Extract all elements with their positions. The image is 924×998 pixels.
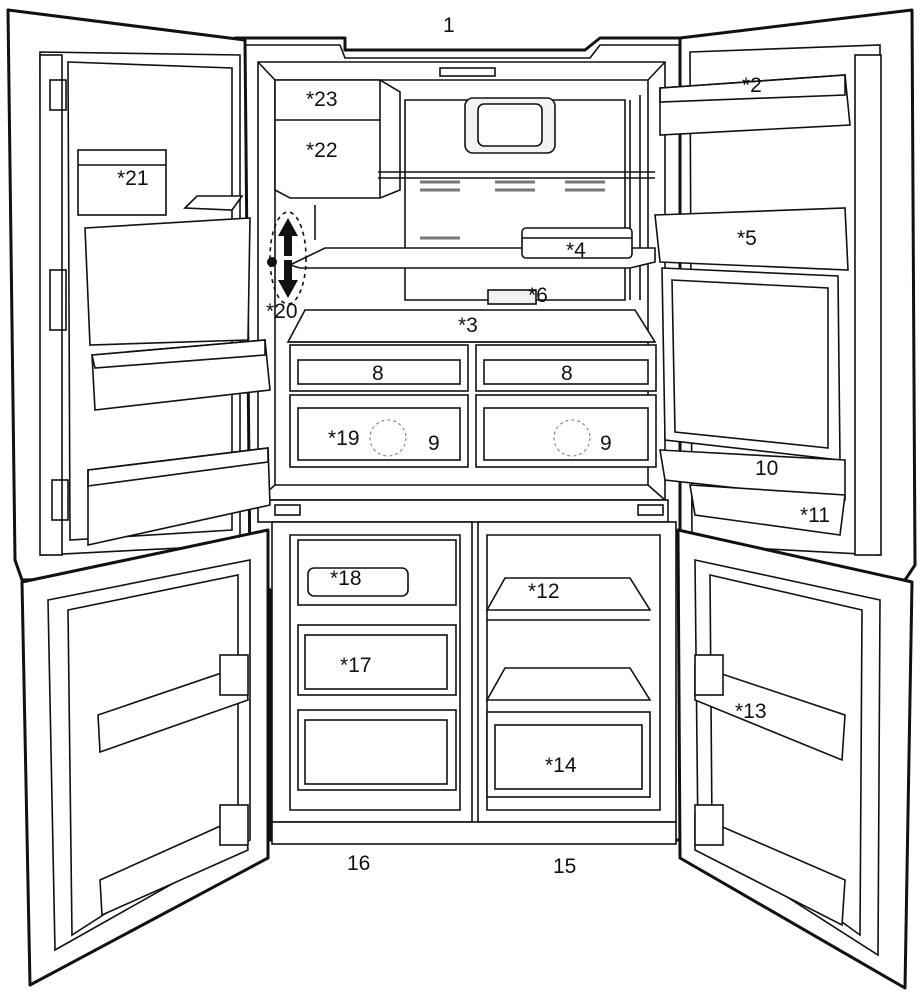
crisper-drawer-right	[475, 394, 657, 468]
freezer-door-bin-upper	[97, 663, 249, 754]
label-3: *3	[458, 314, 478, 337]
right-freezer-door	[676, 528, 914, 990]
door-bin-11	[689, 484, 846, 536]
left-freezer-door	[20, 528, 270, 987]
center-divider	[257, 499, 669, 523]
label-4: *4	[566, 239, 586, 262]
base-grille	[271, 821, 677, 845]
label-22: *22	[306, 139, 338, 162]
label-9-right: 9	[600, 432, 612, 455]
label-15: 15	[553, 855, 576, 878]
door-bin-5	[654, 207, 849, 271]
label-18: *18	[330, 567, 362, 590]
label-8-left: 8	[372, 362, 384, 385]
door-bin-21	[77, 149, 167, 216]
label-13: *13	[735, 700, 767, 723]
freezer-drawer-lower	[297, 709, 457, 791]
label-10: 10	[755, 457, 778, 480]
shelf-adjust-arrows	[267, 211, 307, 305]
right-fridge-door	[654, 8, 917, 582]
cabinet	[233, 36, 702, 845]
freezer-shelf	[485, 577, 652, 611]
label-20: *20	[266, 300, 298, 323]
left-fridge-door	[6, 8, 271, 582]
label-12: *12	[528, 580, 560, 603]
label-21: *21	[117, 167, 149, 190]
freezer-drawer-upper	[297, 624, 457, 696]
callout-labels: 1 *2 *3 *4 *5 *6 8 8 9 9 10 *11 *12 *13 …	[117, 14, 830, 878]
label-5: *5	[737, 227, 757, 250]
label-9-left: 9	[428, 432, 440, 455]
label-16: 16	[347, 852, 370, 875]
crisper-drawer-left	[289, 394, 469, 468]
label-23: *23	[306, 88, 338, 111]
label-8-right: 8	[561, 362, 573, 385]
label-2: *2	[742, 74, 762, 97]
label-6: *6	[528, 284, 548, 307]
label-1: 1	[443, 14, 455, 37]
label-17: *17	[340, 654, 372, 677]
light-switch	[487, 289, 537, 305]
ice-maker	[274, 79, 401, 199]
label-11: *11	[800, 504, 830, 527]
label-19: *19	[328, 427, 360, 450]
label-14: *14	[545, 754, 577, 777]
freezer-drawer-right	[486, 711, 651, 798]
ice-cube-tray	[521, 227, 633, 259]
freezer-door-bin-lower	[99, 813, 249, 917]
